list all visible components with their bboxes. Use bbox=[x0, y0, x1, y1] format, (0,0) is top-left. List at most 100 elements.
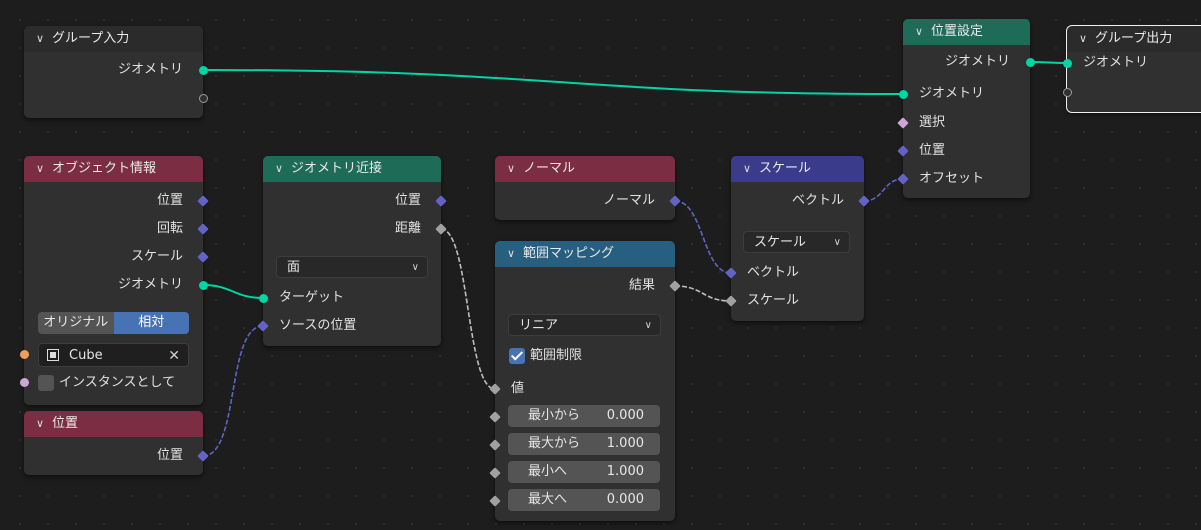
input-socket-as-instance[interactable] bbox=[20, 378, 29, 387]
node-scale[interactable]: ∨スケール ベクトル スケール ∨ ベクトル スケール bbox=[725, 156, 870, 321]
chevron-down-icon[interactable]: ∨ bbox=[36, 162, 45, 175]
chevron-down-icon[interactable]: ∨ bbox=[36, 417, 45, 430]
input-label-value: 値 bbox=[511, 381, 525, 396]
node-header[interactable]: ∨グループ出力 bbox=[1067, 26, 1201, 52]
output-socket-result[interactable] bbox=[669, 280, 681, 292]
object-icon bbox=[47, 349, 59, 361]
target-element-dropdown[interactable]: 面 ∨ bbox=[276, 256, 428, 278]
node-header[interactable]: ∨ノーマル bbox=[495, 156, 675, 182]
transform-space-original[interactable]: オリジナル bbox=[38, 312, 114, 334]
input-socket-selection[interactable] bbox=[897, 117, 909, 129]
output-socket-location[interactable] bbox=[197, 195, 209, 207]
input-socket-empty[interactable] bbox=[1063, 88, 1072, 97]
clamp-checkbox[interactable] bbox=[509, 348, 525, 364]
node-group-output[interactable]: ∨グループ出力 ジオメトリ bbox=[1063, 25, 1201, 113]
from-min-field[interactable]: 最小から 0.000 bbox=[508, 405, 660, 427]
node-header[interactable]: ∨位置設定 bbox=[903, 19, 1030, 45]
input-socket-from-min[interactable] bbox=[489, 411, 501, 423]
object-name: Cube bbox=[69, 348, 103, 363]
input-socket-position[interactable] bbox=[897, 145, 909, 157]
as-instance-label: インスタンスとして bbox=[59, 375, 176, 390]
from-max-value: 1.000 bbox=[606, 436, 644, 451]
chevron-down-icon[interactable]: ∨ bbox=[507, 162, 516, 175]
node-group-input[interactable]: ∨グループ入力 ジオメトリ bbox=[24, 26, 208, 118]
chevron-down-icon[interactable]: ∨ bbox=[275, 162, 284, 175]
to-max-label: 最大へ bbox=[528, 492, 568, 507]
operation-dropdown[interactable]: スケール ∨ bbox=[743, 231, 850, 253]
output-socket-geometry[interactable] bbox=[199, 66, 208, 75]
chevron-down-icon: ∨ bbox=[411, 262, 419, 273]
node-normal[interactable]: ∨ノーマル ノーマル bbox=[495, 156, 681, 220]
transform-space-relative[interactable]: 相対 bbox=[113, 312, 189, 334]
output-socket-scale[interactable] bbox=[197, 251, 209, 263]
link-distance-to-value[interactable] bbox=[440, 228, 496, 390]
from-max-field[interactable]: 最大から 1.000 bbox=[508, 433, 660, 455]
input-socket-from-max[interactable] bbox=[489, 439, 501, 451]
input-socket-offset[interactable] bbox=[897, 173, 909, 185]
transform-space-toggle[interactable]: オリジナル 相対 bbox=[38, 312, 189, 334]
input-socket-object[interactable] bbox=[20, 350, 29, 359]
output-socket-vector[interactable] bbox=[858, 195, 870, 207]
output-socket-position[interactable] bbox=[197, 450, 209, 462]
output-socket-geometry[interactable] bbox=[1026, 58, 1035, 67]
to-max-field[interactable]: 最大へ 0.000 bbox=[508, 489, 660, 511]
from-min-value: 0.000 bbox=[606, 408, 644, 423]
chevron-down-icon[interactable]: ∨ bbox=[915, 25, 924, 38]
node-header[interactable]: ∨範囲マッピング bbox=[495, 241, 675, 267]
link-object-geometry-to-target[interactable] bbox=[202, 284, 264, 299]
node-header[interactable]: ∨ グループ入力 bbox=[24, 26, 203, 52]
output-socket-empty[interactable] bbox=[199, 94, 208, 103]
node-header[interactable]: ∨位置 bbox=[24, 411, 203, 437]
input-label-geometry: ジオメトリ bbox=[1083, 55, 1149, 70]
link-group-input-to-set-position[interactable] bbox=[202, 69, 904, 95]
input-socket-to-min[interactable] bbox=[489, 467, 501, 479]
output-socket-position[interactable] bbox=[435, 195, 447, 207]
input-socket-source-position[interactable] bbox=[257, 320, 269, 332]
output-socket-geometry[interactable] bbox=[199, 281, 208, 290]
node-geometry-proximity[interactable]: ∨ジオメトリ近接 位置 距離 面 ∨ ターゲット ソースの位置 bbox=[257, 156, 447, 346]
chevron-down-icon[interactable]: ∨ bbox=[1079, 32, 1088, 45]
output-socket-normal[interactable] bbox=[669, 195, 681, 207]
link-position-to-source-position[interactable] bbox=[202, 325, 264, 457]
to-min-field[interactable]: 最小へ 1.000 bbox=[508, 461, 660, 483]
object-field[interactable]: Cube ✕ bbox=[38, 343, 189, 367]
output-label-location: 位置 bbox=[156, 193, 183, 208]
interpolation-value: リニア bbox=[519, 318, 559, 333]
input-socket-scale[interactable] bbox=[725, 295, 737, 307]
node-title: グループ入力 bbox=[52, 31, 130, 46]
from-max-label: 最大から bbox=[528, 436, 581, 451]
as-instance-checkbox[interactable] bbox=[38, 375, 54, 391]
node-map-range[interactable]: ∨範囲マッピング 結果 リニア ∨ 範囲制限 値 最小から 0.000 最大から… bbox=[489, 241, 681, 521]
link-result-to-scale[interactable] bbox=[674, 285, 732, 302]
node-set-position[interactable]: ∨位置設定 ジオメトリ ジオメトリ 選択 位置 オフセット bbox=[897, 19, 1035, 198]
chevron-down-icon[interactable]: ∨ bbox=[36, 32, 45, 45]
link-normal-to-vector[interactable] bbox=[674, 200, 732, 274]
to-min-label: 最小へ bbox=[528, 464, 568, 479]
input-socket-to-max[interactable] bbox=[489, 495, 501, 507]
output-label-position: 位置 bbox=[394, 193, 421, 208]
operation-value: スケール bbox=[754, 235, 807, 250]
node-header[interactable]: ∨オブジェクト情報 bbox=[24, 156, 203, 182]
node-object-info[interactable]: ∨オブジェクト情報 位置 回転 スケール ジオメトリ オリジナル 相対 Cube… bbox=[20, 156, 209, 405]
node-header[interactable]: ∨ジオメトリ近接 bbox=[263, 156, 441, 182]
node-header[interactable]: ∨スケール bbox=[731, 156, 864, 182]
input-socket-value[interactable] bbox=[489, 383, 501, 395]
output-socket-rotation[interactable] bbox=[197, 223, 209, 235]
input-socket-target[interactable] bbox=[259, 294, 268, 303]
input-socket-geometry[interactable] bbox=[1063, 59, 1072, 68]
chevron-down-icon[interactable]: ∨ bbox=[507, 247, 516, 260]
input-label-vector: ベクトル bbox=[747, 265, 800, 280]
output-label-scale: スケール bbox=[130, 249, 183, 264]
input-socket-geometry[interactable] bbox=[899, 90, 908, 99]
chevron-down-icon: ∨ bbox=[833, 237, 841, 248]
interpolation-dropdown[interactable]: リニア ∨ bbox=[508, 314, 661, 336]
output-label-distance: 距離 bbox=[394, 221, 421, 236]
close-icon[interactable]: ✕ bbox=[168, 348, 180, 364]
link-scale-vector-to-offset[interactable] bbox=[863, 178, 904, 202]
chevron-down-icon[interactable]: ∨ bbox=[743, 162, 752, 175]
chevron-down-icon: ∨ bbox=[644, 320, 652, 331]
node-position[interactable]: ∨位置 位置 bbox=[24, 411, 209, 475]
output-socket-distance[interactable] bbox=[435, 223, 447, 235]
link-set-position-to-group-output[interactable] bbox=[1029, 61, 1068, 64]
input-socket-vector[interactable] bbox=[725, 267, 737, 279]
